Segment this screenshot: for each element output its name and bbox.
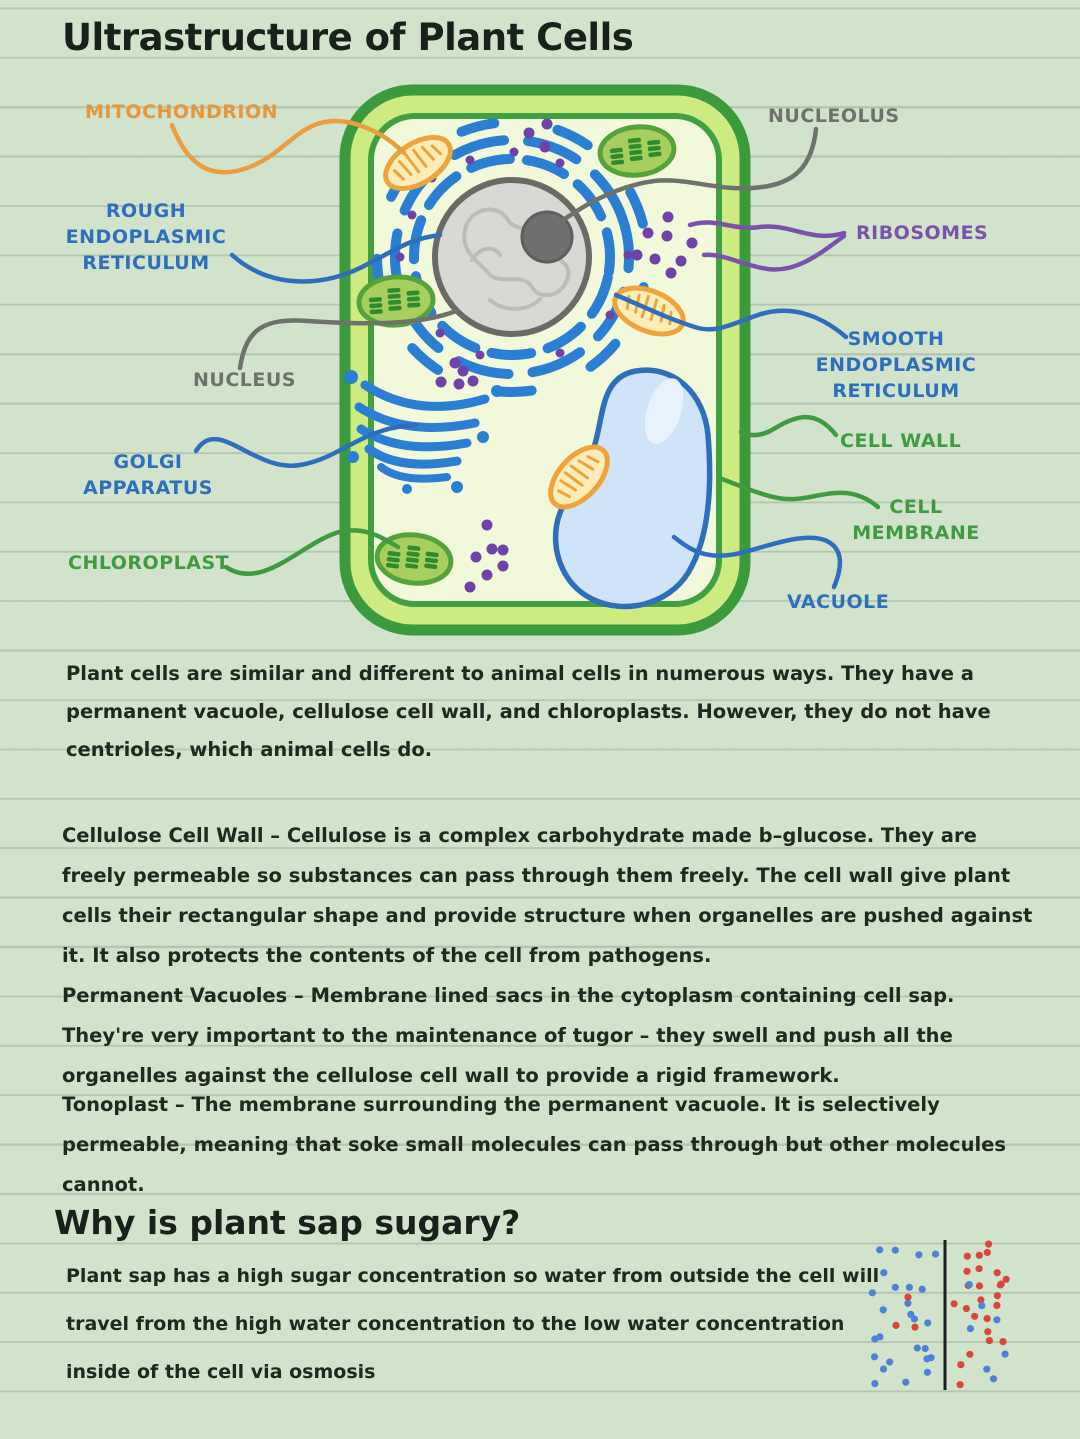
leader-rough-er [229, 232, 443, 284]
solute-dot [985, 1240, 993, 1248]
solute-dot [993, 1269, 1001, 1277]
solute-dot [880, 1269, 888, 1277]
solute-dot [984, 1328, 992, 1336]
permanent-vacuoles-paragraph: Permanent Vacuoles – Membrane lined sacs… [62, 984, 955, 1087]
solute-dot [963, 1267, 971, 1275]
page-title: Ultrastructure of Plant Cells [62, 16, 634, 59]
cellulose-cell-wall-paragraph: Cellulose Cell Wall – Cellulose is a com… [62, 824, 1033, 967]
label-ribosomes: RIBOSOMES [856, 222, 989, 244]
solute-dot [1001, 1350, 1009, 1358]
section-heading-plant-sap: Why is plant sap sugary? [54, 1203, 521, 1242]
label-nucleus: NUCLEUS [193, 369, 296, 391]
solute-dot [978, 1302, 986, 1310]
solute-dot [871, 1380, 879, 1388]
solute-dot [891, 1246, 899, 1254]
solute-dot [911, 1323, 919, 1331]
solute-dot [915, 1251, 923, 1259]
plant-cell-illustration [169, 84, 881, 636]
solute-dot [993, 1301, 1001, 1309]
vacuole-shape [552, 367, 713, 610]
leader-smooth-er [613, 292, 849, 340]
leader-ribosomes-2 [701, 233, 847, 272]
leader-nucleus [237, 308, 459, 371]
solute-dot [1002, 1275, 1010, 1283]
leader-mitochondrion [169, 118, 407, 175]
label-smooth-er: SMOOTH ENDOPLASMIC RETICULUM [815, 328, 977, 402]
solute-dot [985, 1337, 993, 1345]
solute-dot [965, 1281, 973, 1289]
solute-dot [975, 1251, 983, 1259]
label-rough-er: ROUGH ENDOPLASMIC RETICULUM [65, 200, 227, 274]
solute-dot [923, 1355, 931, 1363]
solute-dot [876, 1333, 884, 1341]
solute-dot [999, 1338, 1007, 1346]
label-mitochondrion: MITOCHONDRION [85, 101, 279, 123]
solute-dot [983, 1365, 991, 1373]
solute-dot [879, 1365, 888, 1373]
solute-dot [956, 1381, 964, 1389]
solute-dot [913, 1344, 921, 1352]
solute-dot [892, 1321, 900, 1329]
solute-dot [918, 1285, 926, 1293]
solute-dot [902, 1378, 910, 1386]
label-vacuole: VACUOLE [787, 591, 890, 613]
solute-dot [966, 1325, 974, 1333]
solute-dot [904, 1293, 912, 1301]
tonoplast-paragraph: Tonoplast – The membrane surrounding the… [62, 1093, 1007, 1196]
solute-dot [993, 1292, 1001, 1300]
label-cell-wall: CELL WALL [840, 430, 962, 452]
leader-ribosomes-1 [687, 220, 847, 239]
leader-lines [169, 118, 881, 590]
label-chloroplast: CHLOROPLAST [68, 552, 230, 574]
solute-dot [977, 1296, 985, 1304]
leader-cell-membrane [719, 476, 881, 510]
leader-nucleolus [553, 126, 819, 228]
solute-dot [993, 1316, 1001, 1324]
label-golgi: GOLGI APPARATUS [83, 451, 213, 499]
solute-dot [870, 1353, 879, 1361]
label-cell-membrane: CELL MEMBRANE [852, 496, 980, 544]
label-nucleolus: NUCLEOLUS [768, 105, 900, 127]
solute-dot [876, 1246, 884, 1254]
solute-dot [950, 1300, 958, 1308]
solute-dot [989, 1375, 998, 1383]
solute-dot [868, 1289, 876, 1297]
solute-dot [957, 1361, 965, 1369]
solute-dot [905, 1283, 913, 1291]
solute-dot [931, 1250, 940, 1258]
solute-dot [975, 1282, 984, 1290]
solute-dot [879, 1306, 887, 1314]
solute-dot [983, 1248, 991, 1256]
solute-dot [962, 1305, 970, 1313]
leader-cell-wall [738, 414, 839, 438]
plant-sap-paragraph: Plant sap has a high sugar concentration… [66, 1265, 880, 1383]
solute-dot [975, 1265, 983, 1273]
osmosis-diagram [868, 1240, 1010, 1390]
solute-dot [923, 1368, 931, 1376]
solute-dot [891, 1283, 899, 1291]
leader-vacuole [671, 534, 843, 590]
solute-dot [996, 1281, 1004, 1289]
solute-dot [924, 1319, 932, 1327]
solute-dot [963, 1252, 971, 1260]
solute-dot [921, 1344, 929, 1353]
solute-dot [983, 1315, 991, 1323]
leader-chloroplast [223, 528, 401, 576]
solute-dot [971, 1312, 979, 1320]
ribosome-dots [435, 118, 698, 593]
leader-golgi [193, 422, 419, 468]
solute-dot [904, 1299, 912, 1307]
solute-dot [907, 1310, 915, 1318]
solute-dot [966, 1350, 974, 1358]
solute-dot [886, 1358, 894, 1366]
intro-paragraph: Plant cells are similar and different to… [66, 662, 991, 761]
